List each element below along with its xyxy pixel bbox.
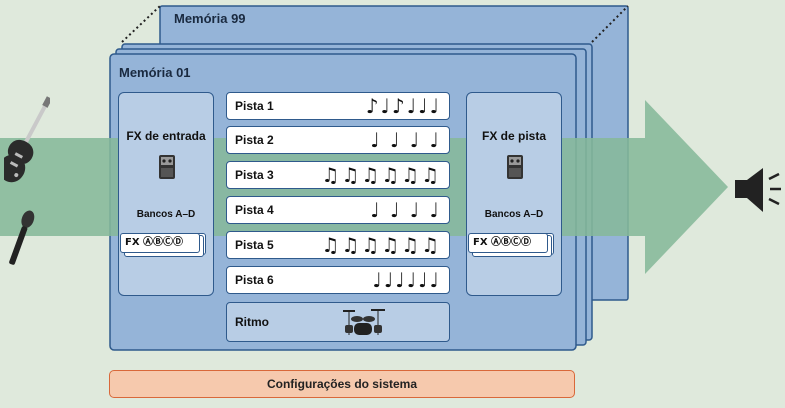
perspective-line-top-left	[121, 5, 161, 43]
notes-icon: ♫♫♫♫♫♫	[321, 163, 441, 187]
input-fx-banks-label: Bancos A–D	[136, 209, 196, 220]
track-label: Pista 6	[235, 273, 274, 287]
notes-icon: ♪♩♪♩♩♩	[365, 94, 441, 118]
notes-icon: ♩ ♩ ♩ ♩	[370, 198, 441, 222]
guitar-icon	[4, 96, 50, 183]
input-fx-title: FX de entrada	[126, 129, 206, 143]
track-label: Pista 2	[235, 133, 274, 147]
notes-icon: ♫♫♫♫♫♫	[321, 233, 441, 257]
speaker-icon	[735, 168, 781, 212]
track-label: Pista 1	[235, 99, 274, 113]
track-label: Pista 3	[235, 168, 274, 182]
track-fx-banks-label: Bancos A–D	[484, 209, 544, 220]
track-2: Pista 2 ♩ ♩ ♩ ♩	[226, 126, 450, 154]
pedal-icon	[507, 155, 523, 179]
track-fx-title: FX de pista	[481, 129, 546, 143]
track-label: Pista 5	[235, 238, 274, 252]
microphone-icon	[9, 210, 35, 265]
track-4: Pista 4 ♩ ♩ ♩ ♩	[226, 196, 450, 224]
notes-icon: ♩ ♩ ♩ ♩	[370, 128, 441, 152]
track-label: Pista 4	[235, 203, 274, 217]
drum-kit-icon	[343, 309, 385, 335]
track-6: Pista 6 ♩♩♩♩♩♩	[226, 266, 450, 294]
rhythm-label: Ritmo	[235, 315, 269, 329]
pedal-icon	[159, 155, 175, 179]
rhythm-box: Ritmo	[226, 302, 450, 342]
track-3: Pista 3 ♫♫♫♫♫♫	[226, 161, 450, 189]
system-settings-label: Configurações do sistema	[266, 377, 418, 391]
track-5: Pista 5 ♫♫♫♫♫♫	[226, 231, 450, 259]
notes-icon: ♩♩♩♩♩♩	[372, 268, 441, 292]
memory-99-title: Memória 99	[174, 11, 246, 26]
system-settings-box: Configurações do sistema	[109, 370, 575, 398]
track-fx-bank-chip: FX ⒶⒷⒸⒹ	[468, 233, 548, 253]
perspective-line-top-right	[591, 5, 629, 43]
track-1: Pista 1 ♪♩♪♩♩♩	[226, 92, 450, 120]
memory-01-title: Memória 01	[119, 65, 191, 80]
input-fx-bank-chip: FX ⒶⒷⒸⒹ	[120, 233, 200, 253]
track-fx-box: FX de pista Bancos A–D	[466, 92, 562, 296]
input-fx-box: FX de entrada Bancos A–D	[118, 92, 214, 296]
